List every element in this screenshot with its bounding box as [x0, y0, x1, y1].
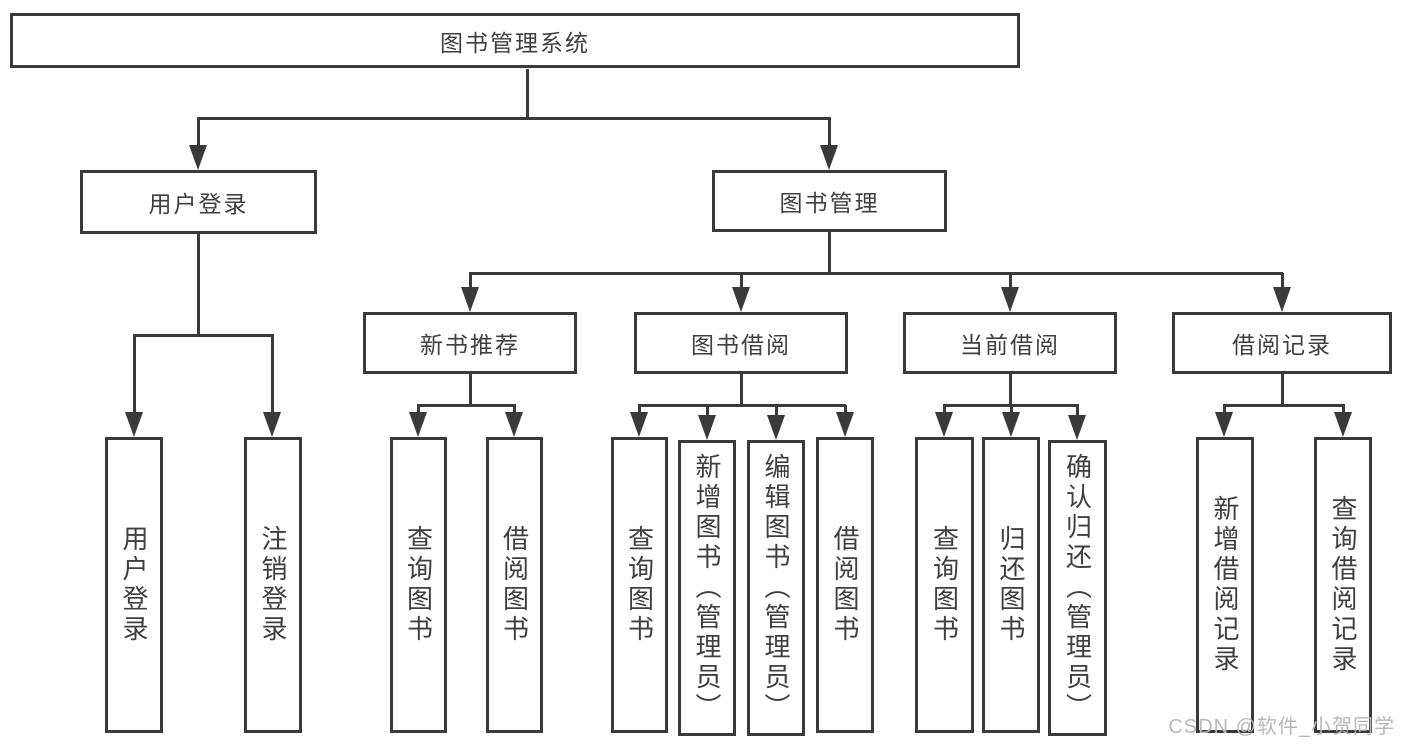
leaf-query-books: 查询图书: [390, 437, 447, 733]
node-label: 图书借阅: [691, 332, 791, 358]
leaf-borrow-books: 借阅图书: [486, 437, 543, 733]
leaf-label: 查询图书: [929, 525, 960, 645]
node-label: 用户登录: [148, 191, 249, 217]
connector-line-vertical: [828, 118, 831, 152]
connector-line-vertical: [197, 234, 200, 337]
arrowhead-down-icon: [836, 412, 854, 437]
leaf-label: 查询借阅记录: [1328, 495, 1358, 675]
leaf-label: 新增图书（管理员）: [692, 453, 722, 723]
node-label: 新书推荐: [420, 332, 520, 358]
connector-line-vertical: [1281, 374, 1284, 407]
node-book-borrow: 图书借阅: [634, 312, 848, 374]
leaf-label: 新增借阅记录: [1210, 495, 1240, 675]
leaf-query-books: 查询图书: [611, 437, 668, 733]
leaf-label: 归还图书: [996, 525, 1026, 645]
connector-line-vertical: [133, 335, 136, 417]
arrowhead-down-icon: [1001, 287, 1019, 312]
arrowhead-down-icon: [189, 145, 207, 170]
arrowhead-down-icon: [767, 415, 785, 440]
arrowhead-down-icon: [820, 145, 838, 170]
connector-line-vertical: [740, 374, 743, 407]
leaf-borrow-books: 借阅图书: [816, 437, 874, 733]
arrowhead-down-icon: [1215, 412, 1233, 437]
leaf-label: 借阅图书: [830, 525, 860, 645]
node-library-system: 图书管理系统: [10, 13, 1020, 68]
connector-line-vertical: [706, 405, 709, 421]
connector-line-vertical: [271, 335, 274, 417]
arrowhead-down-icon: [732, 287, 750, 312]
connector-line-horizontal: [469, 272, 1283, 275]
connector-line-horizontal: [197, 117, 831, 120]
node-user-login: 用户登录: [80, 170, 317, 234]
connector-line-vertical: [469, 374, 472, 407]
arrowhead-down-icon: [125, 412, 143, 437]
connector-line-horizontal: [943, 404, 1079, 407]
leaf-label: 确认归还（管理员）: [1062, 453, 1093, 723]
node-borrow-records: 借阅记录: [1172, 312, 1392, 374]
connector-line-vertical: [1009, 273, 1012, 294]
leaf-query-borrow-record: 查询借阅记录: [1314, 437, 1372, 733]
leaf-add-borrow-record: 新增借阅记录: [1196, 437, 1254, 733]
arrowhead-down-icon: [505, 412, 523, 437]
connector-line-vertical: [740, 273, 743, 294]
arrowhead-down-icon: [461, 287, 479, 312]
connector-line-vertical: [469, 273, 472, 294]
connector-line-vertical: [1281, 273, 1284, 294]
leaf-edit-books-admin: 编辑图书（管理员）: [747, 440, 805, 736]
leaf-return-books: 归还图书: [982, 437, 1040, 733]
arrowhead-down-icon: [263, 412, 281, 437]
leaf-label: 编辑图书（管理员）: [761, 453, 791, 723]
leaf-logout: 注销登录: [244, 437, 302, 733]
connector-line-vertical: [828, 232, 831, 275]
leaf-label: 查询图书: [403, 525, 434, 645]
node-book-management: 图书管理: [712, 170, 947, 232]
connector-line-horizontal: [638, 404, 846, 407]
node-new-book-recommend: 新书推荐: [363, 312, 577, 374]
connector-line-horizontal: [133, 334, 274, 337]
arrowhead-down-icon: [409, 412, 427, 437]
connector-line-horizontal: [1223, 404, 1345, 407]
connector-line-horizontal: [417, 404, 516, 407]
leaf-confirm-return-admin: 确认归还（管理员）: [1048, 440, 1107, 736]
leaf-add-books-admin: 新增图书（管理员）: [678, 440, 736, 736]
connector-line-vertical: [1009, 374, 1012, 407]
node-label: 图书管理系统: [440, 29, 590, 56]
node-label: 图书管理: [779, 190, 880, 216]
connector-line-vertical: [526, 69, 529, 120]
leaf-label: 注销登录: [258, 525, 288, 645]
node-label: 当前借阅: [960, 332, 1060, 358]
leaf-label: 借阅图书: [499, 525, 530, 645]
connector-line-vertical: [775, 405, 778, 421]
leaf-label: 查询图书: [624, 525, 655, 645]
arrowhead-down-icon: [1334, 412, 1352, 437]
connector-line-vertical: [197, 118, 200, 152]
arrowhead-down-icon: [935, 412, 953, 437]
node-current-borrow: 当前借阅: [903, 312, 1117, 374]
leaf-user-login: 用户登录: [105, 437, 163, 733]
arrowhead-down-icon: [1273, 287, 1291, 312]
node-label: 借阅记录: [1232, 332, 1332, 358]
arrowhead-down-icon: [1002, 412, 1020, 437]
leaf-query-books: 查询图书: [915, 437, 974, 733]
leaf-label: 用户登录: [119, 525, 149, 645]
arrowhead-down-icon: [630, 412, 648, 437]
arrowhead-down-icon: [1068, 415, 1086, 440]
arrowhead-down-icon: [698, 415, 716, 440]
connector-line-vertical: [1076, 405, 1079, 421]
csdn-watermark: CSDN @软件_小贺同学: [1168, 716, 1395, 738]
